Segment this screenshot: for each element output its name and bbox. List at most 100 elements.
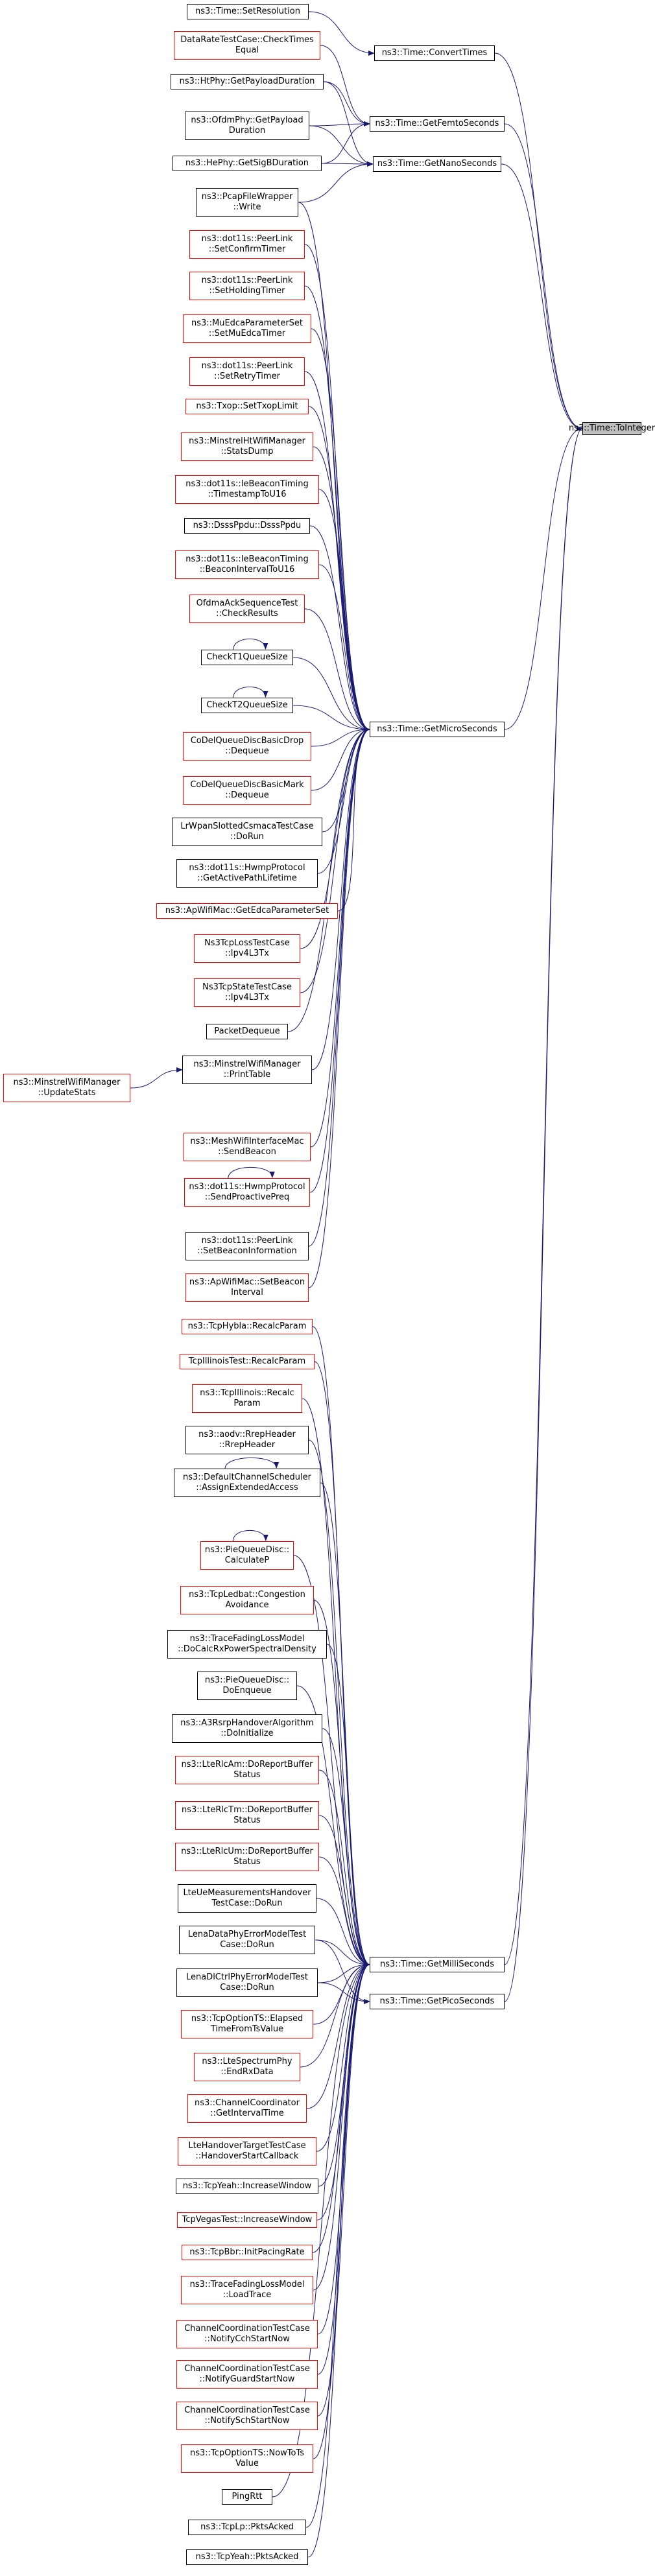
node-mesh-send-beacon[interactable]: ns3::MeshWifiInterfaceMac ::SendBeacon [184, 1133, 311, 1161]
node-tcp-yeah-acked[interactable]: ns3::TcpYeah::PktsAcked [186, 2549, 308, 2565]
call-edge [318, 564, 370, 732]
node-tcp-illinois-test[interactable]: TcpIllinoisTest::RecalcParam [180, 1354, 315, 1369]
call-edge [304, 285, 370, 732]
call-edge [313, 446, 370, 732]
node-chan-coord-guard[interactable]: ChannelCoordinationTestCase ::NotifyGuar… [176, 2360, 318, 2389]
call-edge [311, 727, 370, 1070]
call-edge [501, 163, 583, 431]
call-edge [317, 727, 370, 874]
node-aodv-rrep[interactable]: ns3::aodv::RrepHeader ::RrepHeader [185, 1426, 309, 1454]
node-lena-dl-ctrl[interactable]: LenaDlCtrlPhyErrorModelTest Case::DoRun [176, 1968, 318, 1997]
node-a3-rsrp[interactable]: ns3::A3RsrpHandoverAlgorithm ::DoInitial… [172, 1714, 322, 1743]
call-edge [309, 121, 370, 127]
call-edge [318, 1769, 370, 1967]
node-get-femto[interactable]: ns3::Time::GetFemtoSeconds [370, 116, 505, 132]
call-edge [130, 1067, 183, 1089]
node-tcp-illinois[interactable]: ns3::TcpIllinois::Recalc Param [192, 1384, 302, 1413]
node-convert-times[interactable]: ns3::Time::ConvertTimes [374, 45, 495, 61]
node-pie-calc[interactable]: ns3::PieQueueDisc:: CalculateP [200, 1541, 294, 1570]
node-lrwpan[interactable]: LrWpanSlottedCsmacaTestCase ::DoRun [172, 818, 322, 846]
call-edge [321, 161, 374, 167]
call-edge [296, 1685, 370, 1967]
node-get-pico[interactable]: ns3::Time::GetPicoSeconds [370, 1994, 505, 2009]
node-hwmp-active[interactable]: ns3::dot11s::HwmpProtocol ::GetActivePat… [176, 859, 318, 888]
node-lena-data[interactable]: LenaDataPhyErrorModelTest Case::DoRun [179, 1926, 315, 1954]
call-edge [305, 1962, 370, 2528]
node-get-nano[interactable]: ns3::Time::GetNanoSeconds [373, 156, 501, 172]
call-edge [337, 727, 370, 912]
node-minstrel-update[interactable]: ns3::MinstrelWifiManager ::UpdateStats [3, 1074, 130, 1102]
node-chan-coord-sch[interactable]: ChannelCoordinationTestCase ::NotifySchS… [176, 2402, 318, 2430]
node-check-times[interactable]: DataRateTestCase::CheckTimes Equal [174, 31, 320, 60]
call-edge [309, 727, 370, 1193]
node-pie-enqueue[interactable]: ns3::PieQueueDisc:: DoEnqueue [197, 1672, 297, 1700]
node-codel-mark[interactable]: CoDelQueueDiscBasicMark ::Dequeue [183, 776, 311, 805]
node-pcap-write[interactable]: ns3::PcapFileWrapper ::Write [196, 188, 298, 217]
call-edge [308, 727, 370, 1288]
node-ie-beacon-int[interactable]: ns3::dot11s::IeBeaconTiming ::BeaconInte… [175, 550, 319, 579]
node-get-micro[interactable]: ns3::Time::GetMicroSeconds [370, 722, 505, 737]
node-check-t1[interactable]: CheckT1QueueSize [201, 650, 293, 665]
call-edge [323, 81, 374, 167]
call-edge [316, 1898, 370, 1967]
node-lte-handover[interactable]: LteHandoverTargetTestCase ::HandoverStar… [178, 2137, 316, 2166]
node-ping-rtt[interactable]: PingRtt [222, 2489, 272, 2505]
node-ns3-tcp-state[interactable]: Ns3TcpStateTestCase ::Ipv4L3Tx [194, 978, 300, 1007]
node-tcp-opt-ts-now[interactable]: ns3::TcpOptionTS::NowToTs Value [181, 2444, 313, 2473]
node-peer-link-retry[interactable]: ns3::dot11s::PeerLink ::SetRetryTimer [189, 357, 305, 386]
node-ofdm-payload[interactable]: ns3::OfdmPhy::GetPayload Duration [185, 112, 309, 140]
node-dsss-ppdu[interactable]: ns3::DsssPpdu::DsssPpdu [184, 518, 310, 534]
node-trace-fading-load[interactable]: ns3::TraceFadingLossModel ::LoadTrace [181, 2276, 313, 2304]
call-edge [310, 727, 370, 1148]
node-check-t2[interactable]: CheckT2QueueSize [201, 698, 293, 713]
call-edge [311, 727, 370, 791]
node-hwmp-proactive[interactable]: ns3::dot11s::HwmpProtocol ::SendProactiv… [184, 1178, 310, 1207]
call-edge [323, 81, 370, 126]
node-peer-link-confirm[interactable]: ns3::dot11s::PeerLink ::SetConfirmTimer [189, 230, 305, 259]
node-mu-edca[interactable]: ns3::MuEdcaParameterSet ::SetMuEdcaTimer [183, 314, 311, 343]
node-packet-dequeue[interactable]: PacketDequeue [206, 1024, 288, 1039]
call-edge [308, 1439, 370, 1967]
node-ns3-tcp-loss[interactable]: Ns3TcpLossTestCase ::Ipv4L3Tx [194, 934, 300, 963]
node-tcp-yeah-inc[interactable]: ns3::TcpYeah::IncreaseWindow [176, 2179, 318, 2194]
node-lte-ue-meas[interactable]: LteUeMeasurementsHandover TestCase::DoRu… [178, 1884, 316, 1913]
node-tcp-vegas[interactable]: TcpVegasTest::IncreaseWindow [177, 2212, 317, 2228]
node-ap-set-beacon[interactable]: ns3::ApWifiMac::SetBeacon Interval [185, 1273, 309, 1302]
call-edge [504, 123, 583, 431]
call-edge [322, 1728, 370, 1967]
call-edge [494, 53, 583, 431]
node-tcp-opt-ts-elapsed[interactable]: ns3::TcpOptionTS::Elapsed TimeFromTsValu… [181, 2010, 313, 2038]
node-ap-edca[interactable]: ns3::ApWifiMac::GetEdcaParameterSet [156, 903, 338, 919]
node-tcp-ledbat[interactable]: ns3::TcpLedbat::Congestion Avoidance [180, 1586, 314, 1614]
call-edge [304, 608, 370, 732]
node-codel-drop[interactable]: CoDelQueueDiscBasicDrop ::Dequeue [183, 732, 311, 761]
node-tcp-hybla[interactable]: ns3::TcpHybla::RecalcParam [182, 1319, 313, 1334]
call-edge [224, 1457, 280, 1469]
call-edge [232, 1530, 268, 1542]
node-trace-fading-psd[interactable]: ns3::TraceFadingLossModel ::DoCalcRxPowe… [167, 1630, 327, 1659]
node-ht-payload[interactable]: ns3::HtPhy::GetPayloadDuration [171, 74, 324, 89]
node-minstrel-ht-stats[interactable]: ns3::MinstrelHtWifiManager ::StatsDump [181, 432, 313, 461]
node-ie-beacon-ts[interactable]: ns3::dot11s::IeBeaconTiming ::TimestampT… [175, 475, 319, 504]
node-txop-limit[interactable]: ns3::Txop::SetTxopLimit [185, 399, 309, 414]
node-lte-rlc-tm[interactable]: ns3::LteRlcTm::DoReportBuffer Status [175, 1801, 319, 1830]
node-chan-coord-cch[interactable]: ChannelCoordinationTestCase ::NotifyCchS… [176, 2320, 318, 2348]
node-minstrel-print[interactable]: ns3::MinstrelWifiManager ::PrintTable [182, 1056, 312, 1084]
node-lte-rlc-am[interactable]: ns3::LteRlcAm::DoReportBuffer Status [175, 1756, 319, 1784]
node-peer-link-beacon[interactable]: ns3::dot11s::PeerLink ::SetBeaconInforma… [185, 1232, 309, 1260]
node-get-milli[interactable]: ns3::Time::GetMilliSeconds [370, 1957, 505, 1972]
node-set-resolution[interactable]: ns3::Time::SetResolution [187, 4, 309, 19]
node-peer-link-holding[interactable]: ns3::dot11s::PeerLink ::SetHoldingTimer [189, 272, 305, 300]
node-default-chan[interactable]: ns3::DefaultChannelScheduler ::AssignExt… [174, 1469, 320, 1497]
call-edge [317, 1962, 370, 2416]
node-he-phy-sig-b[interactable]: ns3::HePhy::GetSigBDuration [173, 156, 322, 171]
node-ofdma-ack[interactable]: OfdmaAckSequenceTest ::CheckResults [189, 595, 305, 623]
node-tcp-bbr[interactable]: ns3::TcpBbr::InitPacingRate [182, 2245, 313, 2260]
node-chan-coord-get[interactable]: ns3::ChannelCoordinator ::GetIntervalTim… [187, 2094, 307, 2123]
node-tcp-lp-acked[interactable]: ns3::TcpLp::PktsAcked [188, 2520, 306, 2535]
node-lte-rlc-um[interactable]: ns3::LteRlcUm::DoReportBuffer Status [175, 1843, 319, 1871]
node-lte-spectrum[interactable]: ns3::LteSpectrumPhy ::EndRxData [194, 2053, 300, 2081]
call-edge [318, 489, 370, 732]
call-edge [233, 638, 268, 650]
call-edge [292, 657, 370, 732]
